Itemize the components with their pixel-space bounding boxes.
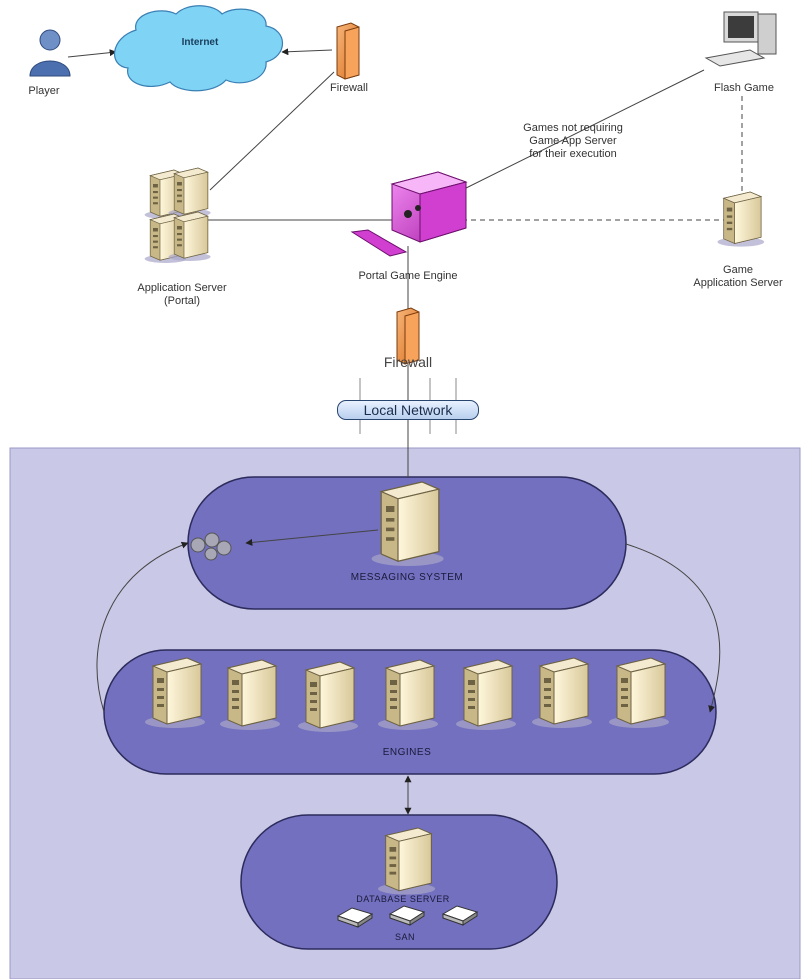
internet-cloud-icon	[113, 5, 283, 92]
game-app-server-line: Game	[723, 264, 753, 276]
server-tower-icon	[219, 659, 281, 731]
app-server-line: (Portal)	[163, 295, 201, 307]
server-tower-icon	[717, 191, 765, 247]
server-tower-icon	[297, 661, 359, 733]
firewall-icon	[336, 22, 360, 80]
messaging-label: MESSAGING SYSTEM	[350, 572, 464, 583]
local-network-label: Local Network	[337, 400, 479, 420]
connector-lines	[67, 48, 743, 815]
application-server-icon	[144, 167, 211, 264]
server-tower-icon	[377, 659, 439, 731]
server-tower-icon	[377, 827, 436, 895]
server-tower-icon	[455, 659, 517, 731]
server-tower-icon	[608, 657, 670, 729]
note-line: Games not requiring	[523, 122, 623, 134]
player-label: Player	[28, 85, 60, 97]
portal-engine-label: Portal Game Engine	[358, 270, 458, 282]
server-tower-icon	[371, 481, 445, 567]
firewall-mid-label: Firewall	[383, 354, 433, 370]
gears-icon	[190, 532, 232, 561]
flash-game-label: Flash Game	[714, 82, 774, 94]
user-icon	[29, 29, 71, 77]
engines-label: ENGINES	[382, 747, 432, 758]
note-text: Games not requiring Game App Server for …	[484, 122, 662, 161]
portal-game-engine-icon	[350, 171, 468, 257]
note-line: for their execution	[529, 148, 617, 160]
server-tower-icon	[531, 657, 593, 729]
internet-label: Internet	[181, 37, 219, 48]
app-server-label: Application Server (Portal)	[112, 282, 252, 308]
firewall-top-label: Firewall	[330, 82, 368, 94]
note-line: Game App Server	[529, 135, 617, 147]
desktop-computer-icon	[704, 11, 777, 67]
database-label: DATABASE SERVER	[356, 894, 450, 904]
app-server-line: Application Server	[137, 282, 227, 294]
game-app-server-line: Application Server	[693, 277, 783, 289]
game-app-server-label: Game Application Server	[676, 264, 800, 290]
server-tower-icon	[144, 657, 206, 729]
san-label: SAN	[394, 932, 415, 942]
